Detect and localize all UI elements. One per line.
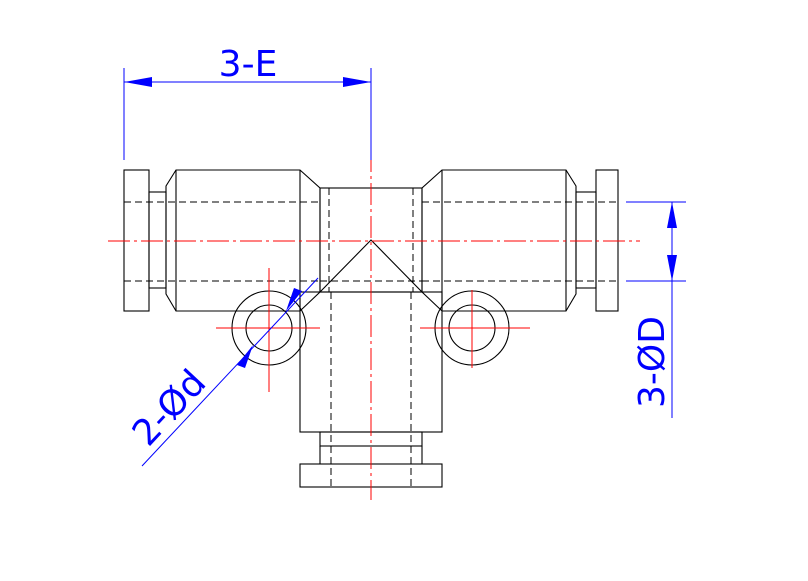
left-collet-neck bbox=[148, 191, 167, 289]
dimension-bore: 3-ØD bbox=[626, 201, 686, 418]
bore-label: 3-ØD bbox=[632, 316, 673, 408]
dimension-mount-hole: 2-Ød bbox=[125, 277, 319, 467]
mount-hole-leader bbox=[141, 277, 319, 467]
tee-cone bbox=[319, 239, 423, 293]
bore-arrow-bottom bbox=[667, 255, 677, 281]
span-arrow-right bbox=[343, 77, 371, 87]
dimension-span: 3-E bbox=[123, 44, 372, 160]
mount-hole-label: 2-Ød bbox=[125, 362, 214, 454]
right-collet-neck bbox=[575, 191, 597, 289]
mount-hole-arrow-upper bbox=[286, 288, 302, 311]
bore-arrow-top bbox=[667, 202, 677, 228]
mount-hole-arrow-lower bbox=[237, 345, 253, 368]
span-label: 3-E bbox=[219, 44, 278, 85]
span-arrow-left bbox=[124, 77, 152, 87]
